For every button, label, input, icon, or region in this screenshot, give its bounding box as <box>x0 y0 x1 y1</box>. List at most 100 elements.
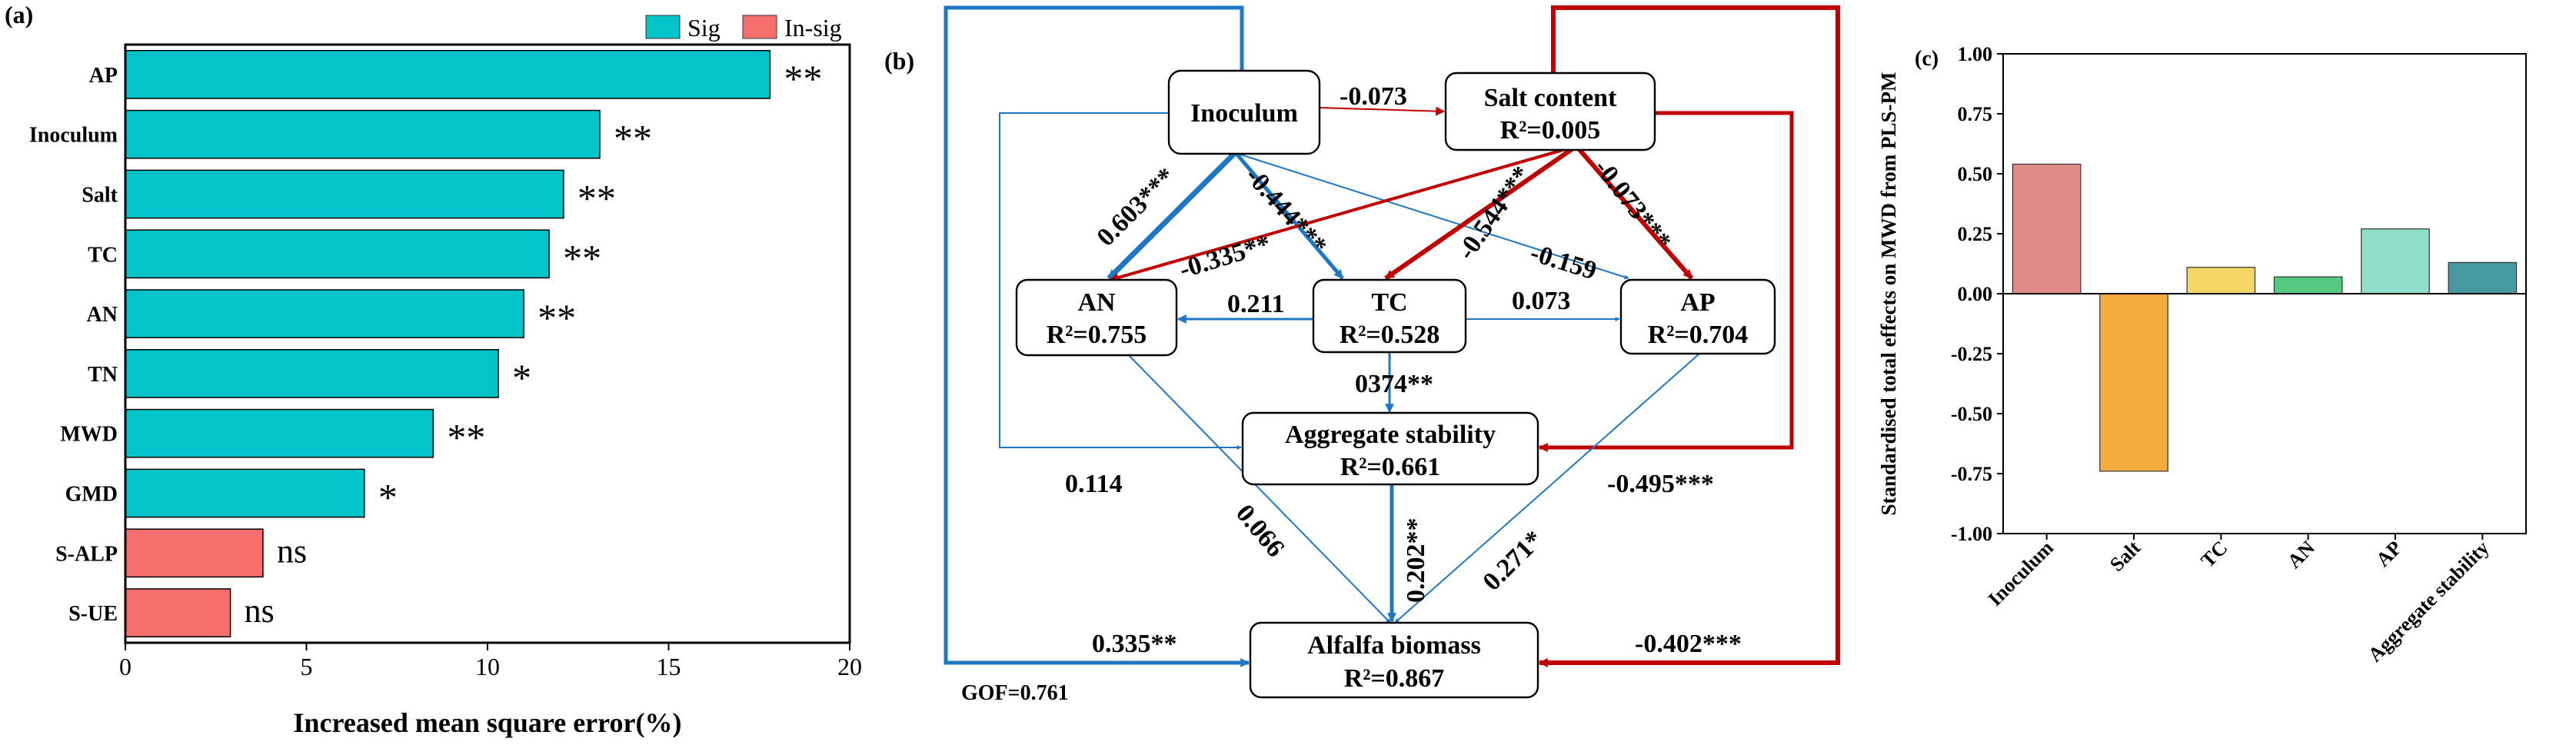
bars-group <box>125 50 771 637</box>
significance-label: ** <box>614 117 652 160</box>
x-tick-label: AN <box>2283 537 2319 573</box>
bar-mwd <box>125 408 434 458</box>
bar-s-ue <box>125 588 231 637</box>
significance-label: ns <box>277 532 307 570</box>
category-label: MWD <box>60 423 118 447</box>
bar-tc <box>125 229 550 279</box>
coef-inoculum-agg: 0.114 <box>1065 470 1123 498</box>
node-tc-r2: R²=0.528 <box>1340 321 1440 349</box>
y-tick-label: 0.25 <box>1958 223 1993 245</box>
coef-tc-agg: 0374** <box>1355 370 1433 398</box>
x-axis-label: Increased mean square error(%) <box>294 707 682 738</box>
y-tick-label: 0.00 <box>1958 283 1993 305</box>
node-alfalfa-label: Alfalfa biomass <box>1307 631 1481 660</box>
significance-label: ** <box>447 416 485 459</box>
node-ap: AP R²=0.704 <box>1619 278 1776 355</box>
node-ap-r2: R²=0.704 <box>1648 321 1749 349</box>
x-tick-label: 10 <box>475 653 500 680</box>
node-salt: Salt content R²=0.005 <box>1444 72 1656 151</box>
path-inoculum-tc <box>1235 152 1344 280</box>
legend-swatch-insig <box>742 15 777 39</box>
y-tick-label: -0.75 <box>1951 463 1992 485</box>
bar-inoculum <box>125 109 601 159</box>
significance-label: ** <box>784 57 822 100</box>
category-label: TN <box>88 363 118 387</box>
legend-label-insig: In-sig <box>784 14 842 42</box>
coef-ap-alfalfa: 0.271* <box>1477 525 1548 596</box>
bar-an <box>2273 276 2343 294</box>
category-label: TC <box>88 243 118 267</box>
coef-inoculum-salt: -0.073 <box>1340 82 1407 111</box>
node-inoculum: Inoculum <box>1167 69 1321 155</box>
coef-inoculum-alfalfa: 0.335** <box>1092 630 1177 658</box>
path-salt-agg <box>1538 111 1794 452</box>
bar-ap <box>2361 228 2430 294</box>
node-an-r2: R²=0.755 <box>1047 321 1147 349</box>
x-tick-label: 15 <box>657 653 681 680</box>
node-alfalfa-biomass: Alfalfa biomass R²=0.867 <box>1249 621 1539 699</box>
category-label: GMD <box>65 483 118 507</box>
path-inoculum-an <box>1107 151 1236 281</box>
path-salt-alfalfa <box>1538 5 1840 667</box>
node-tc: TC R²=0.528 <box>1312 278 1467 354</box>
bar-gmd <box>125 468 365 518</box>
category-label: S-ALP <box>55 542 118 566</box>
x-tick-label: Inoculum <box>1984 536 2058 610</box>
category-label: Salt <box>82 184 118 208</box>
significance-label: * <box>512 356 531 399</box>
path-ap-alfalfa <box>1394 353 1700 624</box>
coef-salt-an: -0.335** <box>1177 230 1274 284</box>
x-tick-label: 20 <box>837 653 862 680</box>
y-axis-label: Standardised total effects on MWD from P… <box>1877 72 1900 516</box>
bar-ap <box>125 50 771 99</box>
panel-b-diagram: (b) Inoculum Salt content R²=0.005 AN R²… <box>884 5 1840 705</box>
bars-group <box>2012 163 2518 472</box>
panel-c-chart: (c) Standardised total effects on MWD fr… <box>1877 43 2527 666</box>
path-salt-tc <box>1384 144 1578 281</box>
panel-a-label: (a) <box>5 1 33 28</box>
coef-an-alfalfa: 0.066 <box>1230 499 1290 562</box>
y-tick-label: 0.75 <box>1958 103 1993 125</box>
coef-salt-ap: -0.073*** <box>1589 154 1677 255</box>
significance-label: * <box>378 476 398 519</box>
legend-swatch-sig <box>645 15 681 39</box>
coef-salt-agg: -0.495*** <box>1607 470 1714 498</box>
significance-label: ns <box>245 592 275 630</box>
bar-salt <box>2099 293 2168 472</box>
panel-c-label: (c) <box>1915 47 1939 71</box>
coef-tc-ap: 0.073 <box>1512 287 1571 315</box>
node-ap-label: AP <box>1680 288 1715 317</box>
panel-b-label: (b) <box>884 47 914 75</box>
y-tick-label: 0.50 <box>1958 163 1993 185</box>
node-inoculum-label: Inoculum <box>1190 99 1298 128</box>
path-inoculum-ap <box>1237 153 1629 280</box>
y-tick-label: -0.25 <box>1951 343 1992 365</box>
path-inoculum-salt <box>1318 106 1446 116</box>
bar-tc <box>2186 267 2256 294</box>
category-label: AP <box>89 64 118 88</box>
bar-an <box>125 289 524 338</box>
gof-label: GOF=0.761 <box>961 681 1069 705</box>
legend: Sig In-sig <box>645 14 842 42</box>
bar-inoculum <box>2012 163 2082 294</box>
bar-aggregate-stability <box>2448 261 2518 294</box>
coef-salt-alfalfa: -0.402*** <box>1635 630 1742 658</box>
category-label: Inoculum <box>29 124 118 148</box>
node-salt-label: Salt content <box>1484 84 1618 112</box>
x-tick-label: 0 <box>119 653 131 680</box>
significance-label: ** <box>563 236 601 279</box>
node-salt-r2: R²=0.005 <box>1500 116 1601 145</box>
coef-tc-an: 0.211 <box>1227 290 1285 318</box>
node-aggregate-stability: Aggregate stability R²=0.661 <box>1241 411 1539 486</box>
significance-label: ** <box>577 177 616 220</box>
coef-inoculum-an: 0.603*** <box>1091 162 1180 251</box>
path-inoculum-alfalfa <box>944 5 1250 667</box>
category-label: AN <box>87 303 118 327</box>
y-tick-label: -1.00 <box>1951 523 1992 545</box>
bar-salt <box>125 169 564 219</box>
significance-label: ** <box>537 296 576 339</box>
node-agg-r2: R²=0.661 <box>1340 453 1441 481</box>
